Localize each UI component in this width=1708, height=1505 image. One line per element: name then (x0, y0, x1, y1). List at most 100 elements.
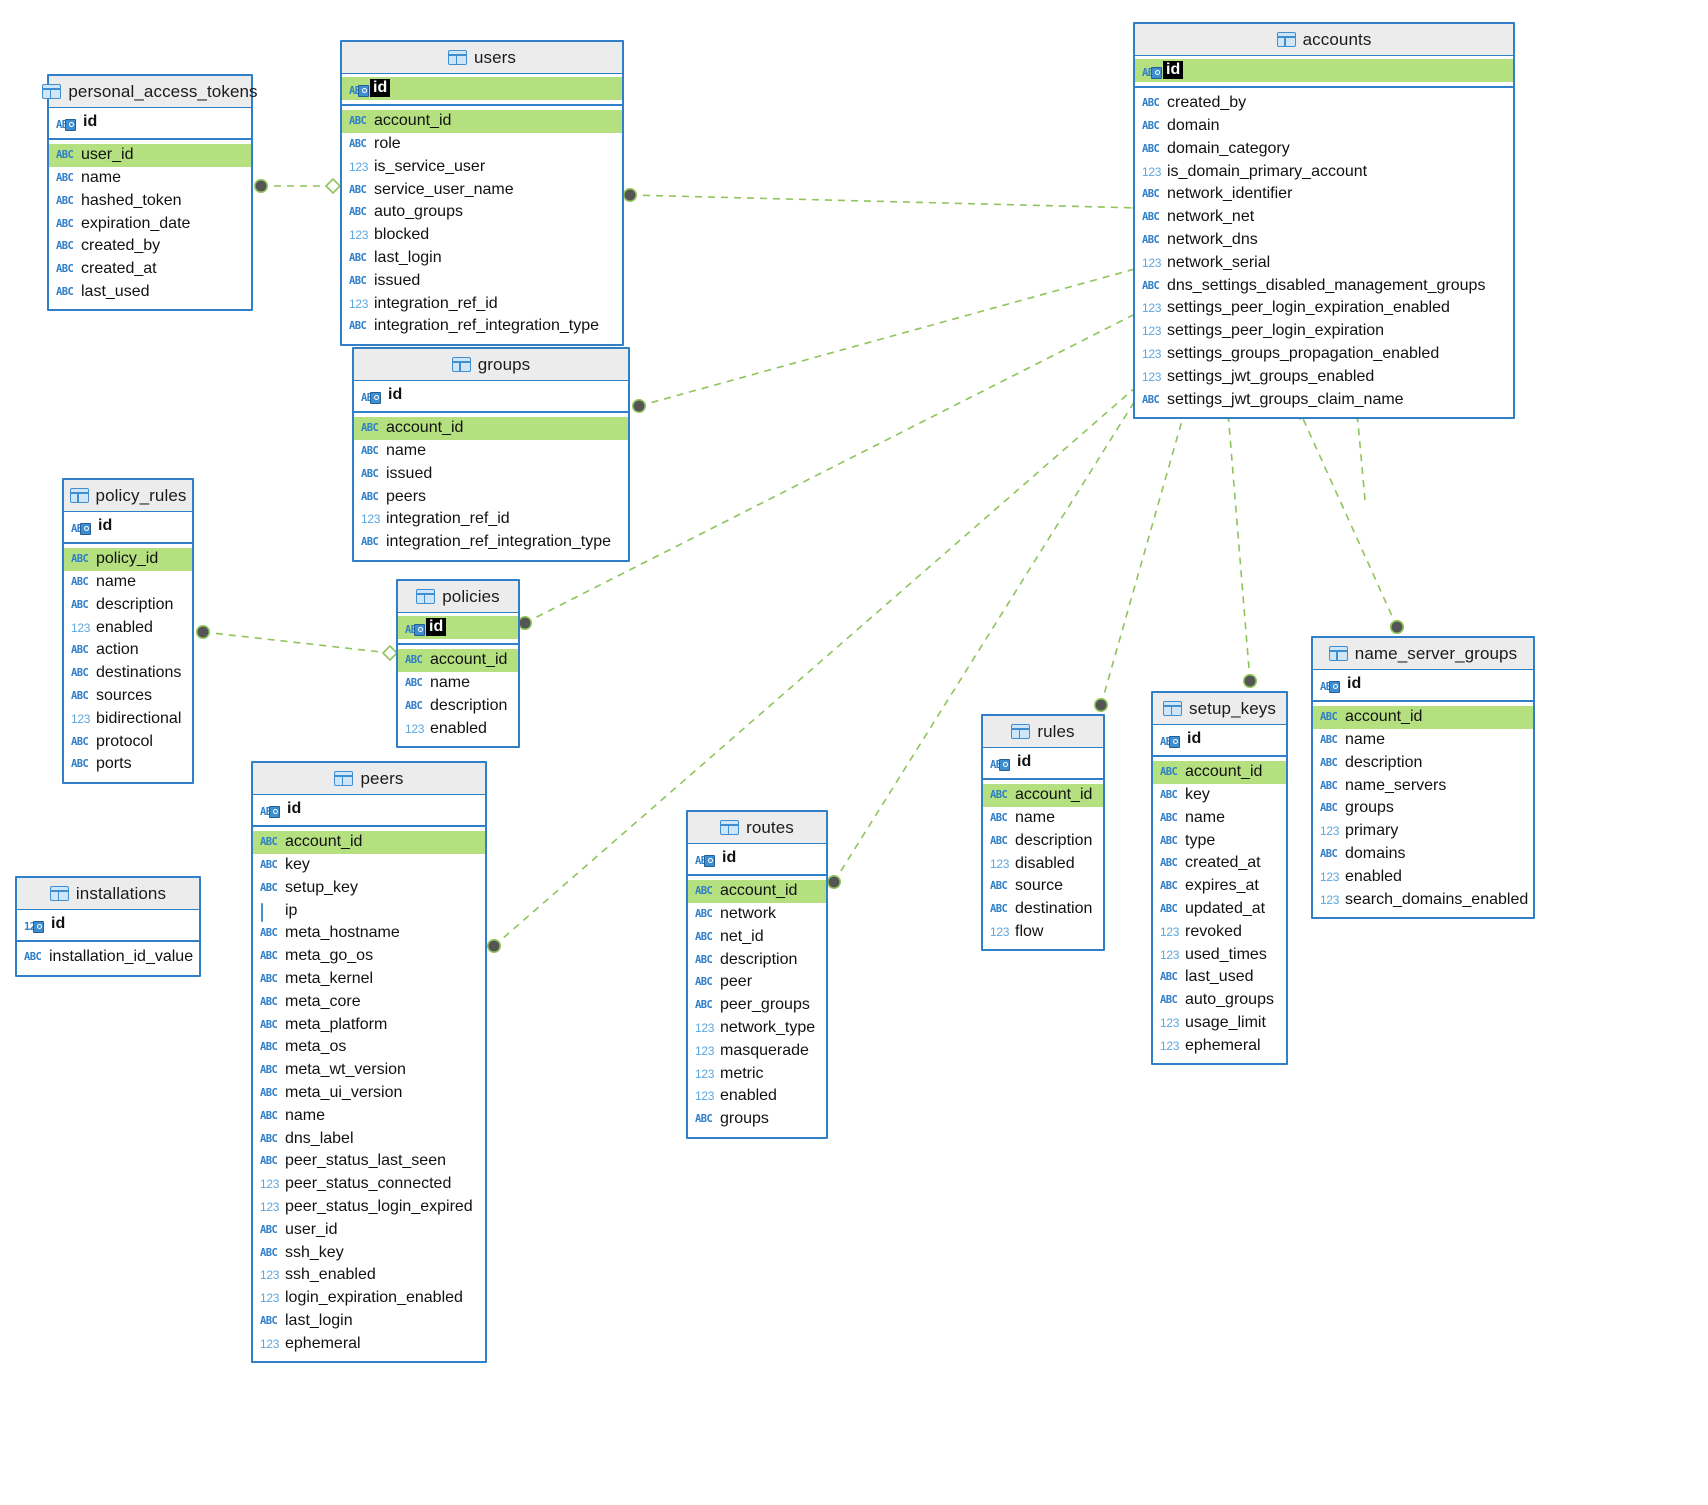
table-header[interactable]: name_server_groups (1313, 638, 1533, 670)
entity-table-name_server_groups[interactable]: name_server_groupsABCidABCaccount_idABCn… (1311, 636, 1535, 919)
pk-column-row[interactable]: ABCid (1313, 673, 1533, 696)
table-header[interactable]: installations (17, 878, 199, 910)
table-header[interactable]: rules (983, 716, 1103, 748)
entity-table-personal_access_tokens[interactable]: personal_access_tokensABCidABCuser_idABC… (42, 74, 258, 312)
entity-table-routes[interactable]: routesABCidABCaccount_idABCnetworkABCnet… (686, 810, 828, 1139)
table-header[interactable]: groups (354, 349, 628, 381)
entity-table-users[interactable]: usersABCidABCaccount_idABCrole123is_serv… (340, 40, 624, 346)
pk-column-row[interactable]: ABCid (1135, 59, 1513, 82)
pk-column-row[interactable]: ABCid (688, 847, 826, 870)
table-header[interactable]: routes (688, 812, 826, 844)
pk-column-row[interactable]: ABCid (342, 77, 622, 100)
entity-table-groups[interactable]: groupsABCidABCaccount_idABCnameABCissued… (352, 347, 630, 562)
pk-column-row[interactable]: ABCid (1153, 728, 1286, 751)
entity-table-installations[interactable]: installations123idABCinstallation_id_val… (15, 876, 201, 977)
entity-table-setup_keys[interactable]: setup_keysABCidABCaccount_idABCkeyABCnam… (1151, 691, 1288, 1066)
entity-table-peers[interactable]: peersABCidABCaccount_idABCkeyABCsetup_ke… (251, 761, 487, 1364)
pk-column-row[interactable]: ABCid (253, 798, 485, 821)
pk-column-row[interactable]: ABCid (49, 111, 251, 134)
entity-table-accounts[interactable]: accountsABCidABCcreated_byABCdomainABCdo… (1133, 22, 1515, 419)
table-header[interactable]: peers (253, 763, 485, 795)
table-header[interactable]: accounts (1135, 24, 1513, 56)
